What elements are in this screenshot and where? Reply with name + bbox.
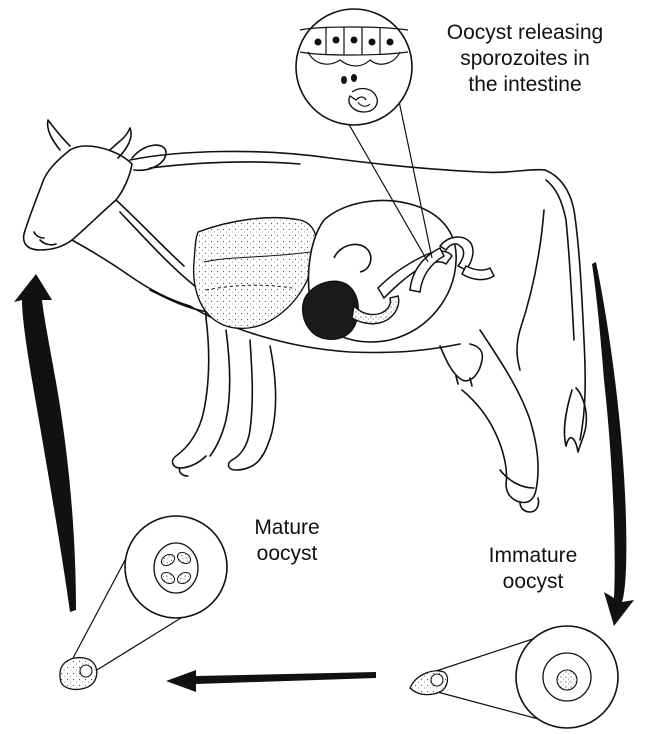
label-sporozoites: Oocyst releasing sporozoites in the inte…	[420, 20, 630, 98]
arrow-right-down	[592, 262, 634, 626]
cow-front-leg-right	[229, 340, 262, 470]
cow-horn-right	[110, 128, 131, 158]
arrow-bottom-left	[166, 670, 376, 692]
label-immature-line-2: oocyst	[468, 569, 598, 595]
cow-liver	[194, 218, 317, 329]
cow-back	[130, 151, 545, 172]
label-sporozoites-line-1: Oocyst releasing	[420, 20, 630, 46]
label-immature-oocyst: Immature oocyst	[468, 543, 598, 595]
cow-hind-leg	[462, 330, 538, 503]
mature-oocyst-zoom	[60, 516, 227, 689]
cow-udder	[440, 344, 482, 381]
cow-horn-left	[48, 120, 70, 150]
cow-head	[24, 146, 132, 250]
cow-abomasum	[303, 281, 359, 339]
cow-neck	[72, 240, 190, 306]
immature-oocyst-zoom	[410, 626, 618, 728]
label-mature-line-1: Mature	[232, 515, 342, 541]
opening-oocyst	[349, 89, 377, 112]
arrow-left-up	[14, 274, 76, 612]
label-immature-line-1: Immature	[468, 543, 598, 569]
label-sporozoites-line-2: sporozoites in	[420, 46, 630, 72]
label-mature-oocyst: Mature oocyst	[232, 515, 342, 567]
immature-sporont	[557, 670, 577, 690]
cow-front-leg-left	[173, 318, 209, 468]
label-sporozoites-line-3: the intestine	[420, 72, 630, 98]
cow-tail	[545, 170, 585, 440]
label-mature-line-2: oocyst	[232, 541, 342, 567]
